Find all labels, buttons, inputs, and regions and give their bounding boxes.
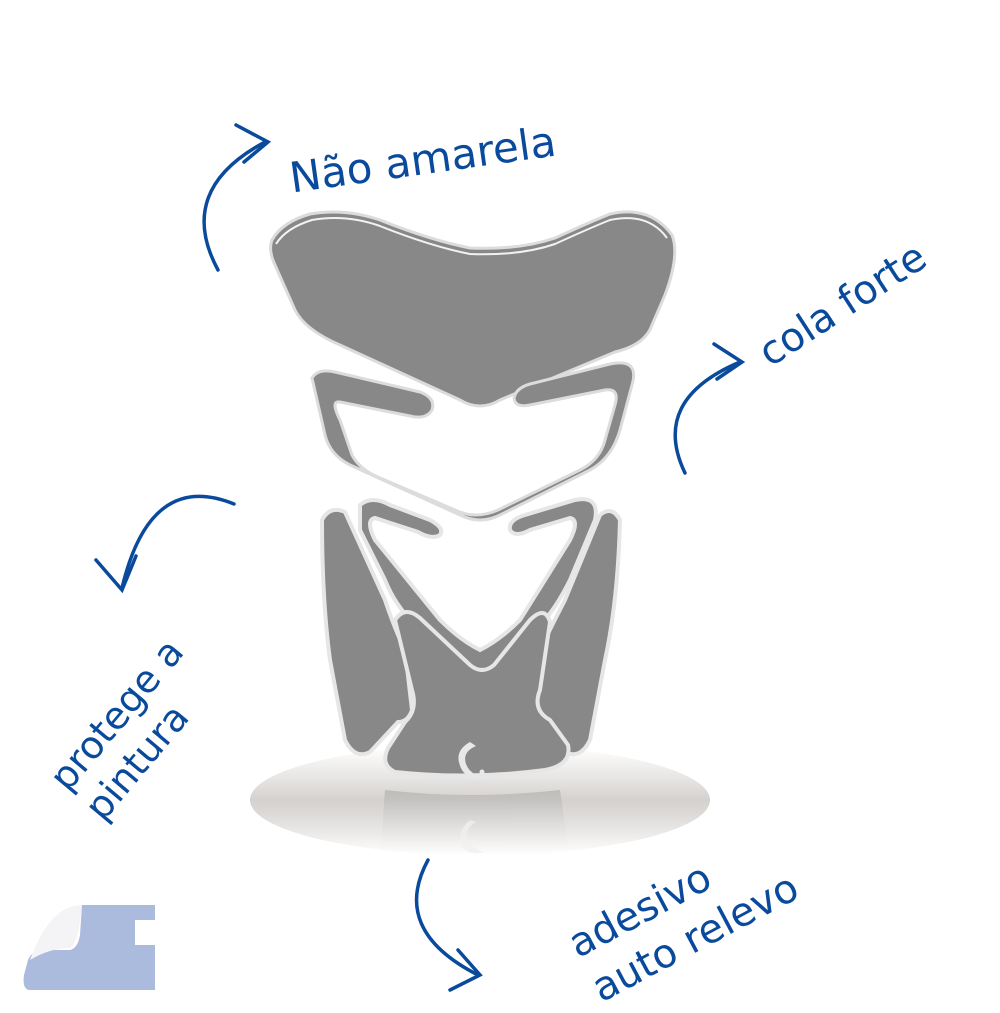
tank-pad-bottom [383, 610, 571, 778]
tank-pad-reflection [380, 790, 570, 860]
corner-logo-icon [23, 905, 155, 990]
arrow-right-head-icon [712, 342, 746, 381]
arrow-left-icon [120, 494, 236, 590]
arrow-right-icon [673, 360, 742, 475]
arrow-bottom-head-icon [448, 948, 483, 992]
tank-pad-top [269, 210, 677, 408]
tank-pad-left-side [319, 507, 415, 757]
arrow-top-icon [202, 140, 267, 272]
annotation-arrows [94, 123, 746, 992]
arrow-top-head-icon [234, 123, 272, 164]
tank-pad-middle [310, 361, 636, 522]
brand-logo-icon [458, 742, 486, 779]
arrow-bottom-icon [414, 858, 480, 977]
arrow-left-head-icon [94, 554, 138, 594]
